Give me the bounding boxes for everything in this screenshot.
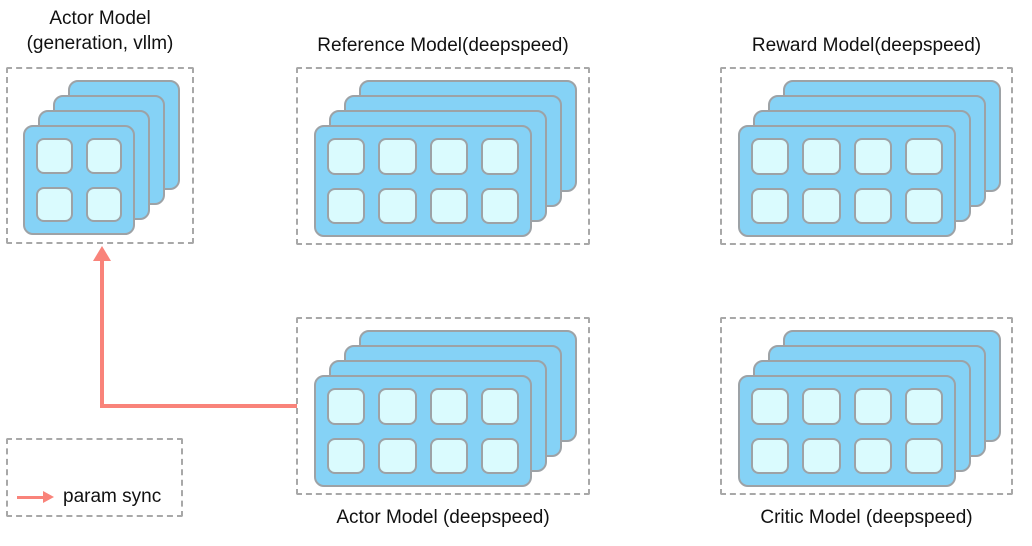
gpu-cell — [327, 187, 366, 224]
gpu-cell — [904, 138, 943, 175]
gpu-cell — [751, 187, 790, 224]
gpu-cell — [429, 437, 468, 474]
actor-vllm-title-line2: (generation, vllm) — [26, 33, 174, 54]
gpu-cell — [904, 437, 943, 474]
gpu-cell — [480, 388, 519, 425]
actor-vllm-box — [6, 67, 194, 244]
gpu-cell — [751, 437, 790, 474]
gpu-cell — [904, 187, 943, 224]
gpu-card-front — [314, 375, 532, 487]
reference-model-title: Reference Model(deepspeed) — [317, 35, 569, 56]
gpu-cell — [327, 437, 366, 474]
gpu-cell — [751, 138, 790, 175]
gpu-cell — [378, 388, 417, 425]
param-sync-arrow-vertical — [100, 259, 104, 408]
legend-row: param sync — [17, 486, 161, 508]
gpu-cell — [802, 187, 841, 224]
gpu-cell — [853, 388, 892, 425]
reference-model-box — [296, 67, 590, 245]
actor-vllm-title: Actor Model (generation, vllm) — [6, 6, 194, 56]
gpu-cell — [802, 138, 841, 175]
gpu-card-front — [738, 125, 956, 237]
gpu-cell — [36, 186, 73, 222]
gpu-cell — [378, 138, 417, 175]
actor-deepspeed-gpu-stack — [298, 319, 588, 493]
gpu-cell — [802, 388, 841, 425]
reward-model-title: Reward Model(deepspeed) — [751, 35, 982, 56]
critic-model-label: Critic Model (deepspeed) — [760, 507, 973, 528]
reward-gpu-stack — [722, 69, 1011, 243]
gpu-card-front — [23, 125, 135, 235]
gpu-cell — [429, 388, 468, 425]
param-sync-arrow-icon — [17, 495, 43, 499]
gpu-cell — [480, 437, 519, 474]
reference-gpu-stack — [298, 69, 588, 243]
gpu-cell — [904, 388, 943, 425]
gpu-cell — [480, 187, 519, 224]
actor-deepspeed-box — [296, 317, 590, 495]
actor-vllm-gpu-stack — [8, 69, 192, 242]
gpu-cell — [429, 187, 468, 224]
param-sync-arrowhead-icon — [43, 491, 54, 503]
gpu-card-front — [738, 375, 956, 487]
param-sync-arrowhead-icon — [93, 246, 111, 261]
critic-gpu-stack — [722, 319, 1011, 493]
gpu-cell — [85, 186, 122, 222]
reward-model-box — [720, 67, 1013, 245]
gpu-cell — [853, 187, 892, 224]
gpu-cell — [853, 138, 892, 175]
gpu-cell — [802, 437, 841, 474]
legend-label: param sync — [63, 486, 162, 507]
gpu-cell — [327, 388, 366, 425]
param-sync-arrow-horizontal — [100, 404, 297, 408]
actor-vllm-title-line1: Actor Model — [49, 8, 151, 29]
gpu-cell — [853, 437, 892, 474]
gpu-cell — [327, 138, 366, 175]
gpu-cell — [480, 138, 519, 175]
critic-model-box — [720, 317, 1013, 495]
gpu-cell — [429, 138, 468, 175]
gpu-cell — [751, 388, 790, 425]
gpu-cell — [85, 138, 122, 174]
gpu-cell — [36, 138, 73, 174]
gpu-cell — [378, 187, 417, 224]
legend-box: param sync — [6, 438, 183, 517]
actor-deepspeed-label: Actor Model (deepspeed) — [336, 507, 550, 528]
gpu-card-front — [314, 125, 532, 237]
gpu-cell — [378, 437, 417, 474]
